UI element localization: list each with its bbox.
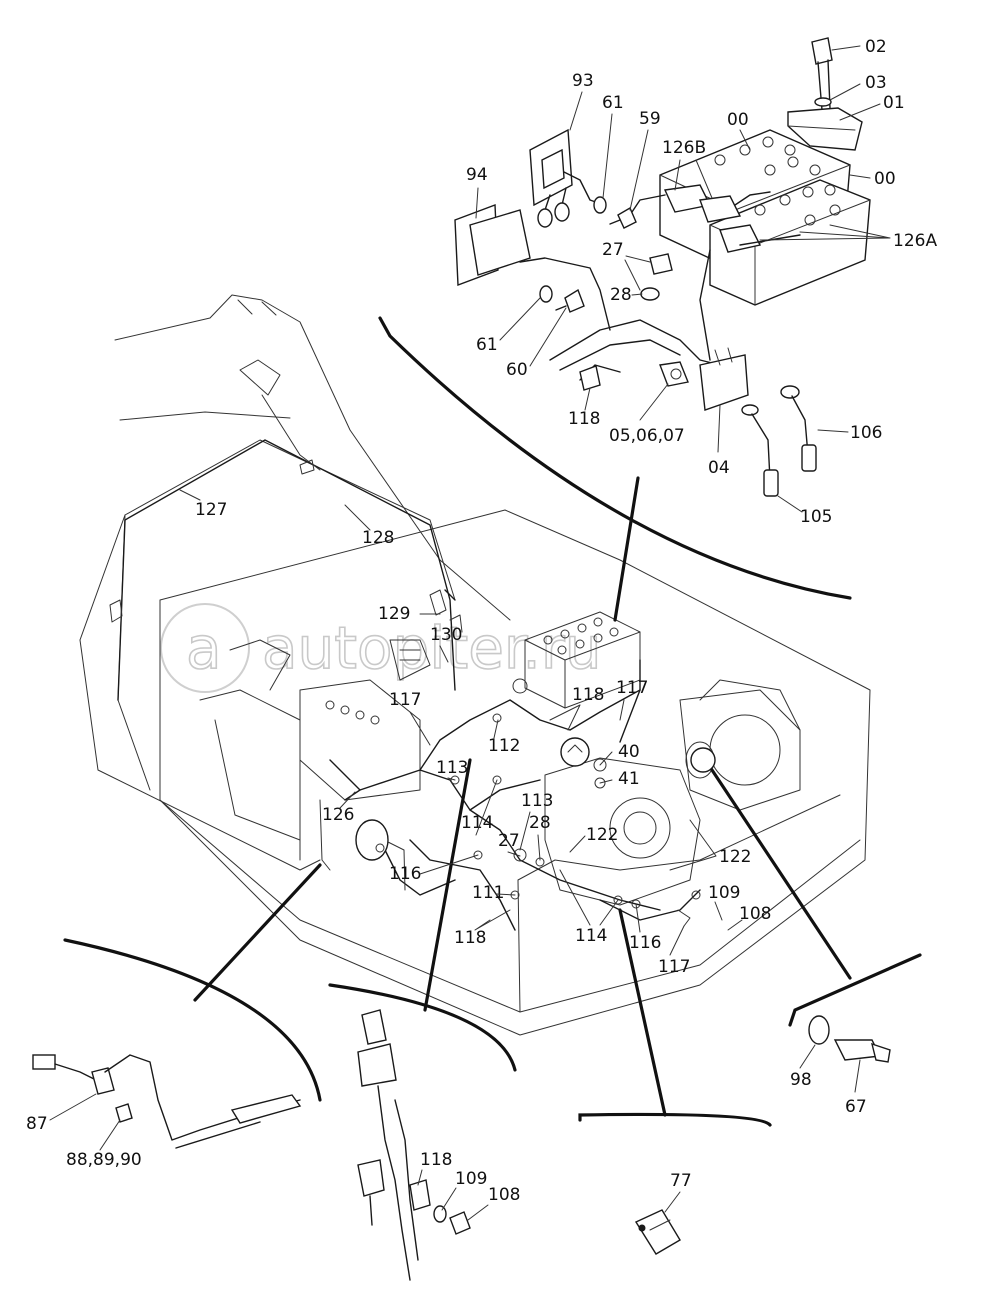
callout-middle — [328, 983, 517, 1072]
label-118b: 118 — [572, 685, 604, 705]
cab-rail — [117, 439, 456, 701]
callout-left — [63, 938, 322, 1102]
label-94: 94 — [466, 165, 488, 185]
callout-top — [378, 316, 852, 600]
label-116a: 116 — [389, 864, 421, 884]
label-77: 77 — [670, 1171, 692, 1191]
control-panel — [229, 639, 431, 871]
boom-arm — [114, 294, 511, 621]
label-108b: 108 — [488, 1185, 520, 1205]
label-114a: 114 — [461, 813, 493, 833]
label-98: 98 — [790, 1070, 812, 1090]
label-41: 41 — [618, 769, 640, 789]
part-labels: 02 03 01 00 00 93 61 59 126B 94 27 28 12… — [26, 37, 937, 1205]
watermark-text: autopiter.ru — [262, 614, 601, 682]
label-117b: 117 — [616, 678, 648, 698]
label-127: 127 — [195, 500, 227, 520]
label-04: 04 — [708, 458, 730, 478]
label-108a: 108 — [739, 904, 771, 924]
inset-67 — [808, 1015, 891, 1063]
label-126B: 126B — [662, 138, 706, 158]
battery-detail — [454, 37, 871, 497]
main-harness — [329, 759, 661, 911]
label-02: 02 — [865, 37, 887, 57]
label-67: 67 — [845, 1097, 867, 1117]
label-61a: 61 — [602, 93, 624, 113]
label-112: 112 — [488, 736, 520, 756]
label-130: 130 — [430, 625, 462, 645]
work-lamp — [355, 819, 389, 861]
label-28b: 28 — [529, 813, 551, 833]
label-27a: 27 — [602, 240, 624, 260]
callout-bottom — [578, 1112, 772, 1127]
leader-lines — [49, 45, 891, 1221]
inset-118 — [357, 1009, 471, 1281]
label-03: 03 — [865, 73, 887, 93]
label-88-89-90: 88,89,90 — [66, 1150, 142, 1170]
label-122a: 122 — [586, 825, 618, 845]
label-59: 59 — [639, 109, 661, 129]
label-93: 93 — [572, 71, 594, 91]
callout-outlines — [63, 316, 922, 1127]
label-122b: 122 — [719, 847, 751, 867]
label-60: 60 — [506, 360, 528, 380]
label-118c: 118 — [454, 928, 486, 948]
label-87: 87 — [26, 1114, 48, 1134]
label-00b: 00 — [874, 169, 896, 189]
callout-right — [788, 953, 922, 1027]
label-111: 111 — [472, 883, 504, 903]
label-27b: 27 — [498, 831, 520, 851]
label-105: 105 — [800, 507, 832, 527]
cab-frame — [79, 439, 456, 641]
label-01: 01 — [883, 93, 905, 113]
label-106: 106 — [850, 423, 882, 443]
label-109b: 109 — [455, 1169, 487, 1189]
label-128: 128 — [362, 528, 394, 548]
label-129: 129 — [378, 604, 410, 624]
inset-77 — [634, 1209, 681, 1255]
label-114b: 114 — [575, 926, 607, 946]
label-40: 40 — [618, 742, 640, 762]
machine-body — [79, 294, 871, 1036]
label-61b: 61 — [476, 335, 498, 355]
label-113a: 113 — [436, 758, 468, 778]
label-118a: 118 — [568, 409, 600, 429]
label-116b: 116 — [629, 933, 661, 953]
label-28a: 28 — [610, 285, 632, 305]
label-126: 126 — [322, 805, 354, 825]
label-00a: 00 — [727, 110, 749, 130]
label-117c: 117 — [658, 957, 690, 977]
label-118d: 118 — [420, 1150, 452, 1170]
label-113b: 113 — [521, 791, 553, 811]
label-05-06-07: 05,06,07 — [609, 426, 685, 446]
label-117a: 117 — [389, 690, 421, 710]
watermark-mark: a — [186, 614, 222, 682]
label-109a: 109 — [708, 883, 740, 903]
label-126A: 126A — [893, 231, 937, 251]
engine — [544, 679, 801, 906]
inset-87 — [32, 1054, 302, 1149]
upper-frame — [159, 509, 871, 1036]
watermark: a autopiter.ru — [160, 603, 602, 693]
